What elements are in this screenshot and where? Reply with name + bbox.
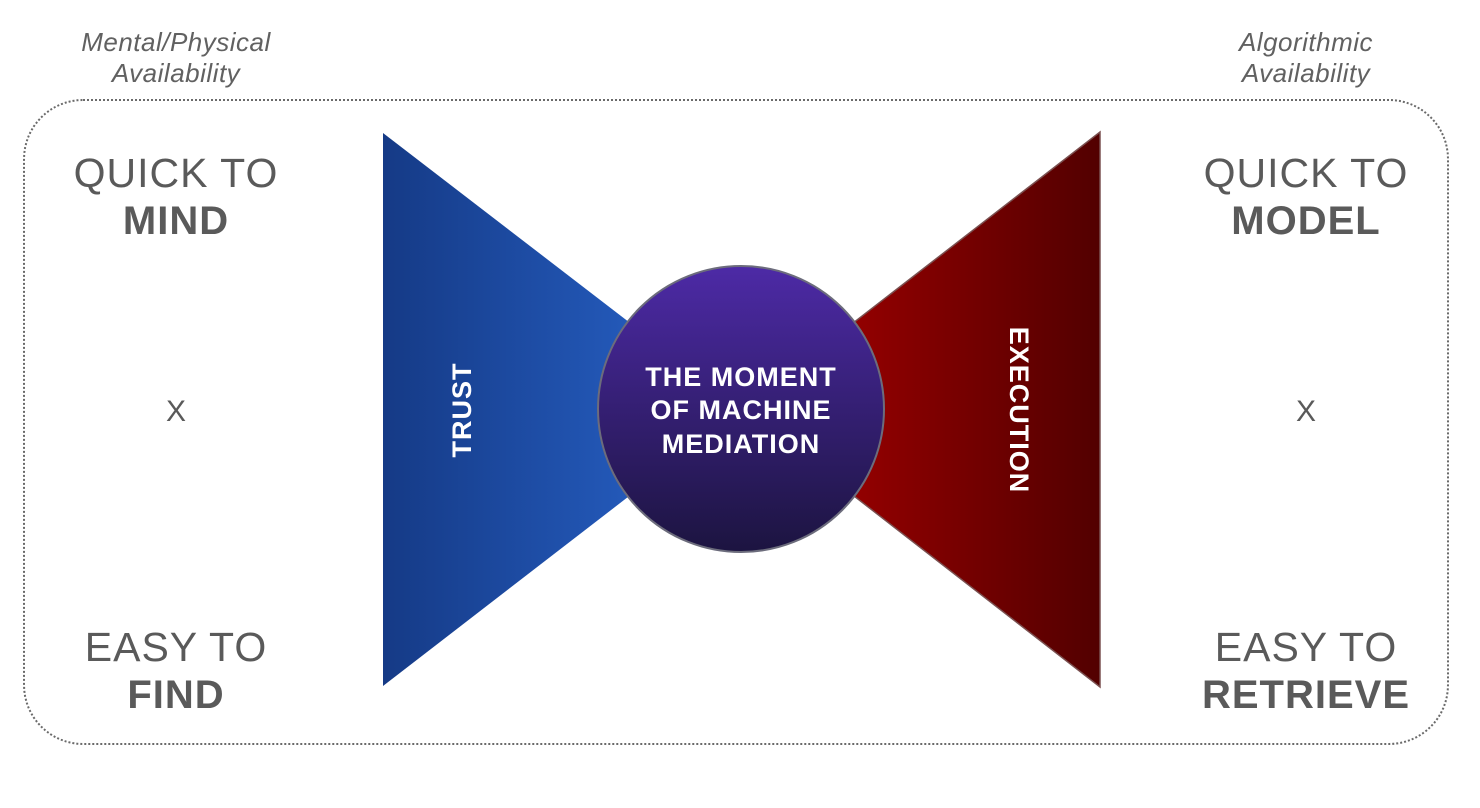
right-caption-line1: Algorithmic bbox=[1238, 27, 1374, 57]
center-line-3: MEDIATION bbox=[662, 429, 821, 459]
outer-dotted-frame bbox=[23, 99, 1449, 745]
easy-to-retrieve: EASY TO RETRIEVE bbox=[1126, 623, 1480, 719]
left-caption-line2: Availability bbox=[111, 58, 241, 88]
center-line-1: THE MOMENT bbox=[645, 362, 837, 392]
quick-to-model-light: QUICK TO bbox=[1203, 150, 1409, 196]
quick-to-model: QUICK TO MODEL bbox=[1126, 149, 1480, 245]
left-caption: Mental/Physical Availability bbox=[16, 27, 336, 89]
left-caption-line1: Mental/Physical bbox=[81, 27, 271, 57]
execution-triangle bbox=[740, 130, 1101, 689]
right-multiply-mark: X bbox=[1295, 395, 1316, 428]
machine-mediation-circle bbox=[597, 265, 885, 553]
quick-to-mind-light: QUICK TO bbox=[73, 150, 279, 196]
trust-label: TRUST bbox=[447, 363, 477, 458]
left-multiply-mark: X bbox=[165, 395, 186, 428]
right-caption-line2: Availability bbox=[1241, 58, 1371, 88]
easy-to-find: EASY TO FIND bbox=[0, 623, 356, 719]
trust-triangle bbox=[383, 133, 742, 686]
quick-to-model-bold: MODEL bbox=[1231, 199, 1381, 243]
easy-to-find-bold: FIND bbox=[127, 673, 225, 717]
easy-to-retrieve-bold: RETRIEVE bbox=[1201, 673, 1411, 717]
right-caption: Algorithmic Availability bbox=[1146, 27, 1466, 89]
easy-to-retrieve-light: EASY TO bbox=[1214, 624, 1398, 670]
execution-label: EXECUTION bbox=[1004, 327, 1034, 494]
easy-to-find-light: EASY TO bbox=[84, 624, 268, 670]
center-line-2: OF MACHINE bbox=[651, 395, 832, 425]
quick-to-mind-bold: MIND bbox=[122, 199, 230, 243]
quick-to-mind: QUICK TO MIND bbox=[0, 149, 356, 245]
